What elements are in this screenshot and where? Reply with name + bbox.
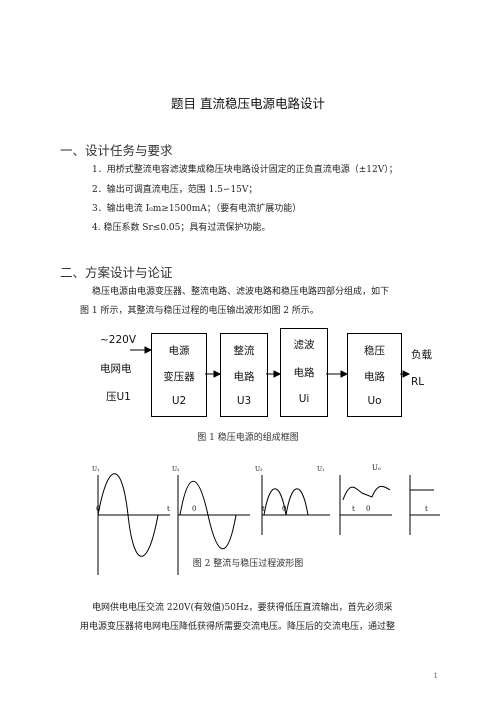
figure1-caption: 图 1 稳压电源的组成框图	[197, 433, 299, 443]
sine-wave	[97, 473, 159, 557]
waveform-label: U₃	[255, 466, 263, 473]
paragraph-line: 电网供电电压交流 220V(有效值)50Hz，要获得低压直流输出，首先必须采	[92, 603, 393, 613]
block-label: Ui	[298, 393, 310, 405]
paragraph-line: 稳压电源由电源变压器、整流电路、滤波电路和稳压电路四部分组成，如下	[92, 287, 390, 297]
requirement-item-4: 4. 稳压系数 Sr≤0.05；具有过流保护功能。	[92, 223, 271, 233]
requirement-item-2: 2．输出可调直流电压，范围 1.5∽15V；	[92, 185, 258, 195]
output-label: RL	[411, 376, 425, 388]
rectifier-block: 整流 电路 U3	[220, 333, 268, 417]
block-label: 电路	[364, 371, 385, 383]
block-label: 电路	[233, 371, 255, 383]
paragraph-line: 图 1 所示，其整流与稳压过程的电压输出波形如图 2 所示。	[80, 306, 319, 316]
waveform-label: U₁	[92, 466, 100, 473]
zero-label: 0	[192, 505, 197, 513]
block-label: 电源	[168, 345, 190, 357]
block-label: 滤波	[293, 339, 315, 351]
page-number: 1	[433, 672, 438, 680]
figure2-caption: 图 2 整流与稳压过程波形图	[192, 559, 304, 569]
input-label: 压U1	[106, 391, 131, 403]
block-label: 电路	[293, 367, 315, 379]
paragraph-line: 用电源变压器将电网电压降低获得所需要交流电压。降压后的交流电压，通过整	[80, 622, 396, 632]
input-label: ~220V	[100, 334, 137, 346]
rectified-wave	[263, 488, 309, 516]
block-label: U2	[171, 395, 187, 407]
t-axis-label: t	[167, 505, 170, 513]
filtered-wave	[342, 485, 391, 501]
filter-block: 滤波 电路 Ui	[280, 328, 328, 417]
sine-wave	[179, 481, 237, 549]
zero-label: 0	[282, 505, 287, 513]
regulator-block: 稳压 电路 Uo	[347, 333, 402, 417]
page-title: 题目 直流稳压电源电路设计	[171, 96, 325, 111]
waveform-label: U₂	[172, 466, 180, 473]
requirement-item-3: 3．输出电流 I₀m≥1500mA；（要有电流扩展功能）	[92, 204, 302, 214]
zero-label: 0	[366, 505, 371, 513]
block-label: Uo	[367, 395, 382, 407]
block-label: 稳压	[364, 345, 385, 357]
block-label: 整流	[233, 345, 255, 357]
t-axis-label: t	[352, 505, 355, 513]
transformer-block: 电源 变压器 U2	[151, 333, 207, 417]
requirement-item-1: 1．用桥式整流电容滤波集成稳压块电路设计固定的正负直流电源（±12V）；	[92, 165, 398, 175]
waveform-label: U₁	[317, 466, 325, 473]
block-label: U3	[236, 395, 252, 407]
t-axis-label: t	[262, 505, 265, 513]
output-label: 负载	[411, 349, 432, 361]
block-label: 变压器	[163, 371, 195, 383]
section1-heading: 一、设计任务与要求	[60, 143, 173, 158]
t-axis-label: t	[425, 505, 428, 513]
section2-heading: 二、方案设计与论证	[60, 265, 173, 280]
waveform-label: U₀	[372, 464, 381, 472]
zero-label: 0	[96, 505, 101, 513]
input-label: 电网电	[100, 363, 132, 375]
